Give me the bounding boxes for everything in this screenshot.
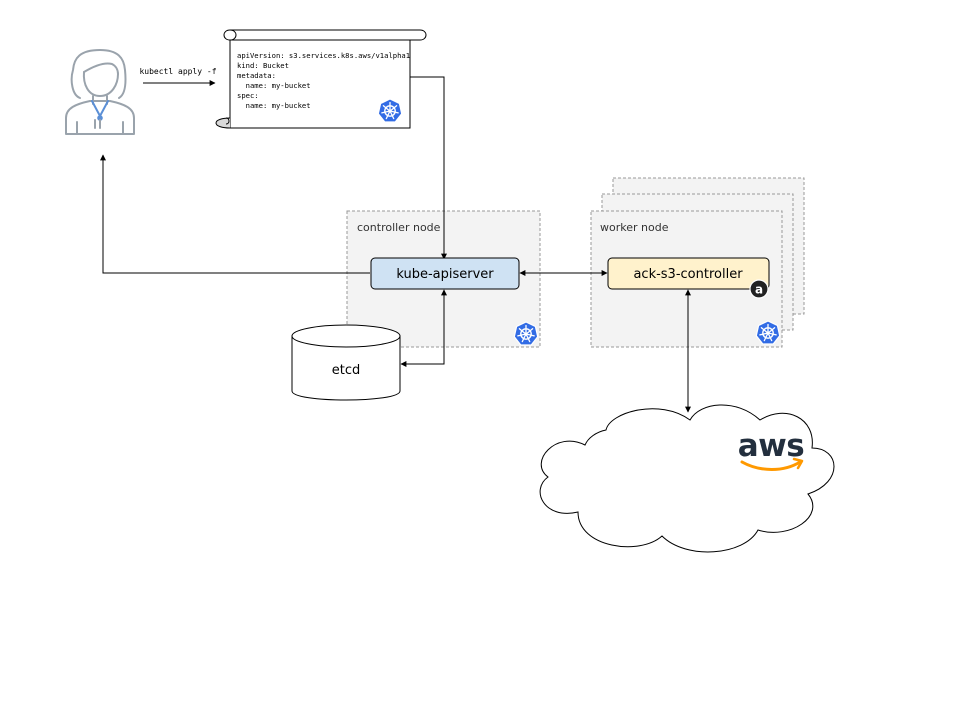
svg-text:apiVersion: s3.services.k8s.aw: apiVersion: s3.services.k8s.aws/v1alpha1… [237, 51, 414, 110]
kubectl-command-label: kubectl apply -f [139, 67, 216, 76]
manifest-to-apiserver-arrow [410, 76, 447, 260]
aws-logo-icon: aws [738, 428, 805, 471]
apiserver-to-user-arrow [100, 154, 370, 274]
manifest-line: metadata: [237, 71, 276, 80]
kubernetes-icon [755, 320, 781, 345]
manifest-line: name: my-bucket [237, 81, 311, 90]
aws-cloud: aws [539, 404, 835, 553]
user-icon [65, 49, 135, 135]
manifest-line: kind: Bucket [237, 61, 289, 70]
ack-s3-controller-box [607, 257, 770, 290]
apiserver-etcd-arrow [400, 289, 447, 367]
kubernetes-icon [377, 98, 403, 123]
worker-node-label: worker node [600, 221, 669, 234]
svg-text:a: a [755, 283, 763, 297]
kubernetes-icon [513, 321, 539, 346]
ack-s3-controller-label: ack-s3-controller [633, 267, 743, 282]
manifest-line: name: my-bucket [237, 101, 311, 110]
manifest-line: apiVersion: s3.services.k8s.aws/v1alpha1 [237, 51, 410, 60]
manifest-scroll: apiVersion: s3.services.k8s.aws/v1alpha1… [215, 29, 427, 129]
kube-apiserver-label: kube-apiserver [396, 267, 494, 282]
kube-apiserver-box [370, 257, 520, 290]
controller-node-label: controller node [357, 221, 441, 234]
etcd-label: etcd [332, 363, 361, 378]
manifest-line: spec: [237, 91, 259, 100]
ack-badge-icon: a [749, 279, 769, 299]
etcd-database: etcd [291, 324, 401, 401]
